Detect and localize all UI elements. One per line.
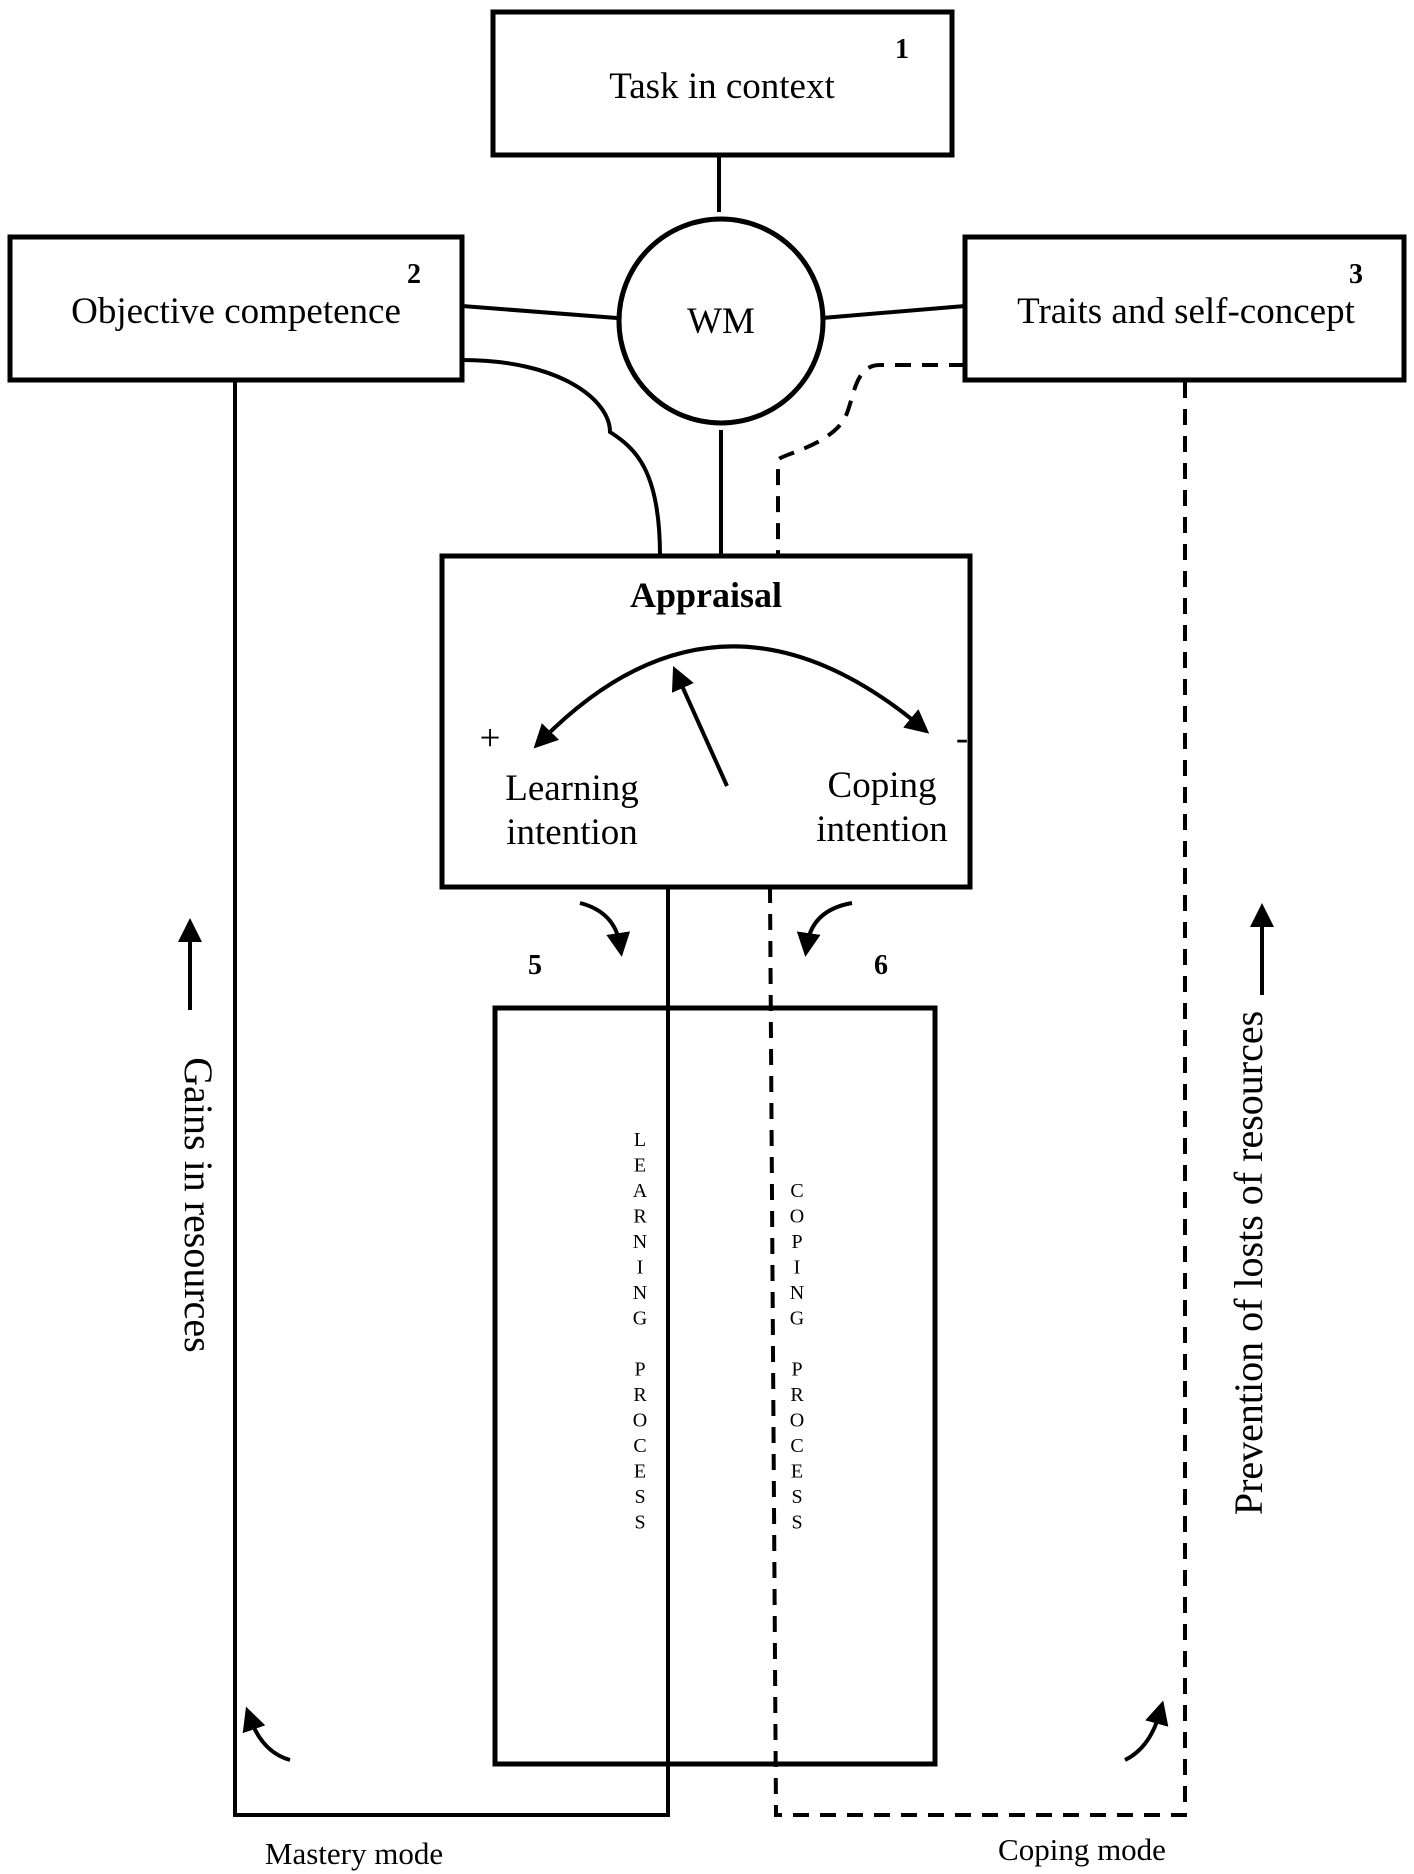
coping-entry-arrow [796,901,853,957]
coping-process-letter: I [794,1257,801,1279]
mode-loops [233,380,1187,1817]
mode-curved-arrows [242,901,1169,1762]
coping-process-letter: O [790,1410,804,1432]
learning-process-letter: S [634,1512,645,1534]
traits-label: Traits and self-concept [1017,291,1355,332]
coping-process-letter: R [790,1384,804,1406]
learning-process-letter: P [634,1359,645,1381]
coping-mode-label: Coping mode [998,1832,1166,1867]
learning-process-letter: O [633,1410,647,1432]
mastery-return-arrow [242,1706,291,1762]
objective-label: Objective competence [71,291,401,332]
objective-to-wm-line [461,304,618,320]
learning-entry-arrow [579,901,631,957]
appraisal-gauge-needle [671,666,729,787]
learning-process-letter: N [633,1231,647,1253]
objective-competence-box: Objective competence 2 [7,234,465,383]
task-number: 1 [895,34,909,65]
wm-circle: WM [616,216,826,426]
wm-label: WM [687,301,755,342]
traits-to-appraisal-dashed-curve [776,363,965,556]
coping-intention-line2: intention [816,809,948,850]
minus-sign: - [956,718,968,759]
appraisal-box: Appraisal + - Learning intention Coping … [439,553,973,890]
coping-process-letter: C [790,1435,803,1457]
coping-process-letter: N [790,1282,804,1304]
learning-intention-line2: intention [506,812,638,853]
learning-process-number: 5 [528,950,542,981]
coping-process-letter: C [790,1180,803,1202]
coping-process-letter: P [791,1231,802,1253]
mastery-loop-line [233,380,670,1817]
learning-process-letter: I [637,1257,644,1279]
coping-return-arrow [1124,1700,1169,1762]
learning-process-letter: E [634,1461,646,1483]
objective-to-appraisal-curve [461,358,662,557]
coping-process-letter: G [790,1308,804,1330]
learning-process-letter: E [634,1155,646,1177]
learning-process-letter: L [634,1129,646,1151]
learning-process-letter: N [633,1282,647,1304]
learning-process-letter: G [633,1308,647,1330]
coping-process-letter: S [791,1512,802,1534]
objective-number: 2 [407,259,421,290]
process-box [492,1005,938,1767]
learning-process-letter: R [633,1206,647,1228]
learning-process-letter: S [634,1486,645,1508]
coping-loop-dashed-line [768,380,1187,1817]
coping-process-letter: O [790,1206,804,1228]
coping-process-number: 6 [874,950,888,981]
connectors [461,155,966,557]
gains-in-resources-label: Gains in resources [176,1057,221,1352]
learning-process-letter: A [633,1180,648,1202]
mastery-mode-label: Mastery mode [265,1836,443,1871]
traits-number: 3 [1349,259,1363,290]
learning-process-letter: C [633,1435,646,1457]
coping-process-letter: P [791,1359,802,1381]
plus-sign: + [480,718,501,759]
appraisal-title: Appraisal [630,575,782,615]
coping-process-letter: E [791,1461,803,1483]
wm-to-traits-line [821,304,966,320]
learning-intention-line1: Learning [505,768,639,809]
traits-self-concept-box: Traits and self-concept 3 [962,234,1407,383]
prevention-of-losses-label: Prevention of losts of resources [1226,1011,1271,1515]
task-in-context-box: Task in context 1 [490,9,955,158]
coping-intention-line1: Coping [828,765,937,806]
appraisal-gauge-arc [533,644,930,749]
learning-process-letter: R [633,1384,647,1406]
coping-process-letter: S [791,1486,802,1508]
task-label: Task in context [609,66,835,107]
